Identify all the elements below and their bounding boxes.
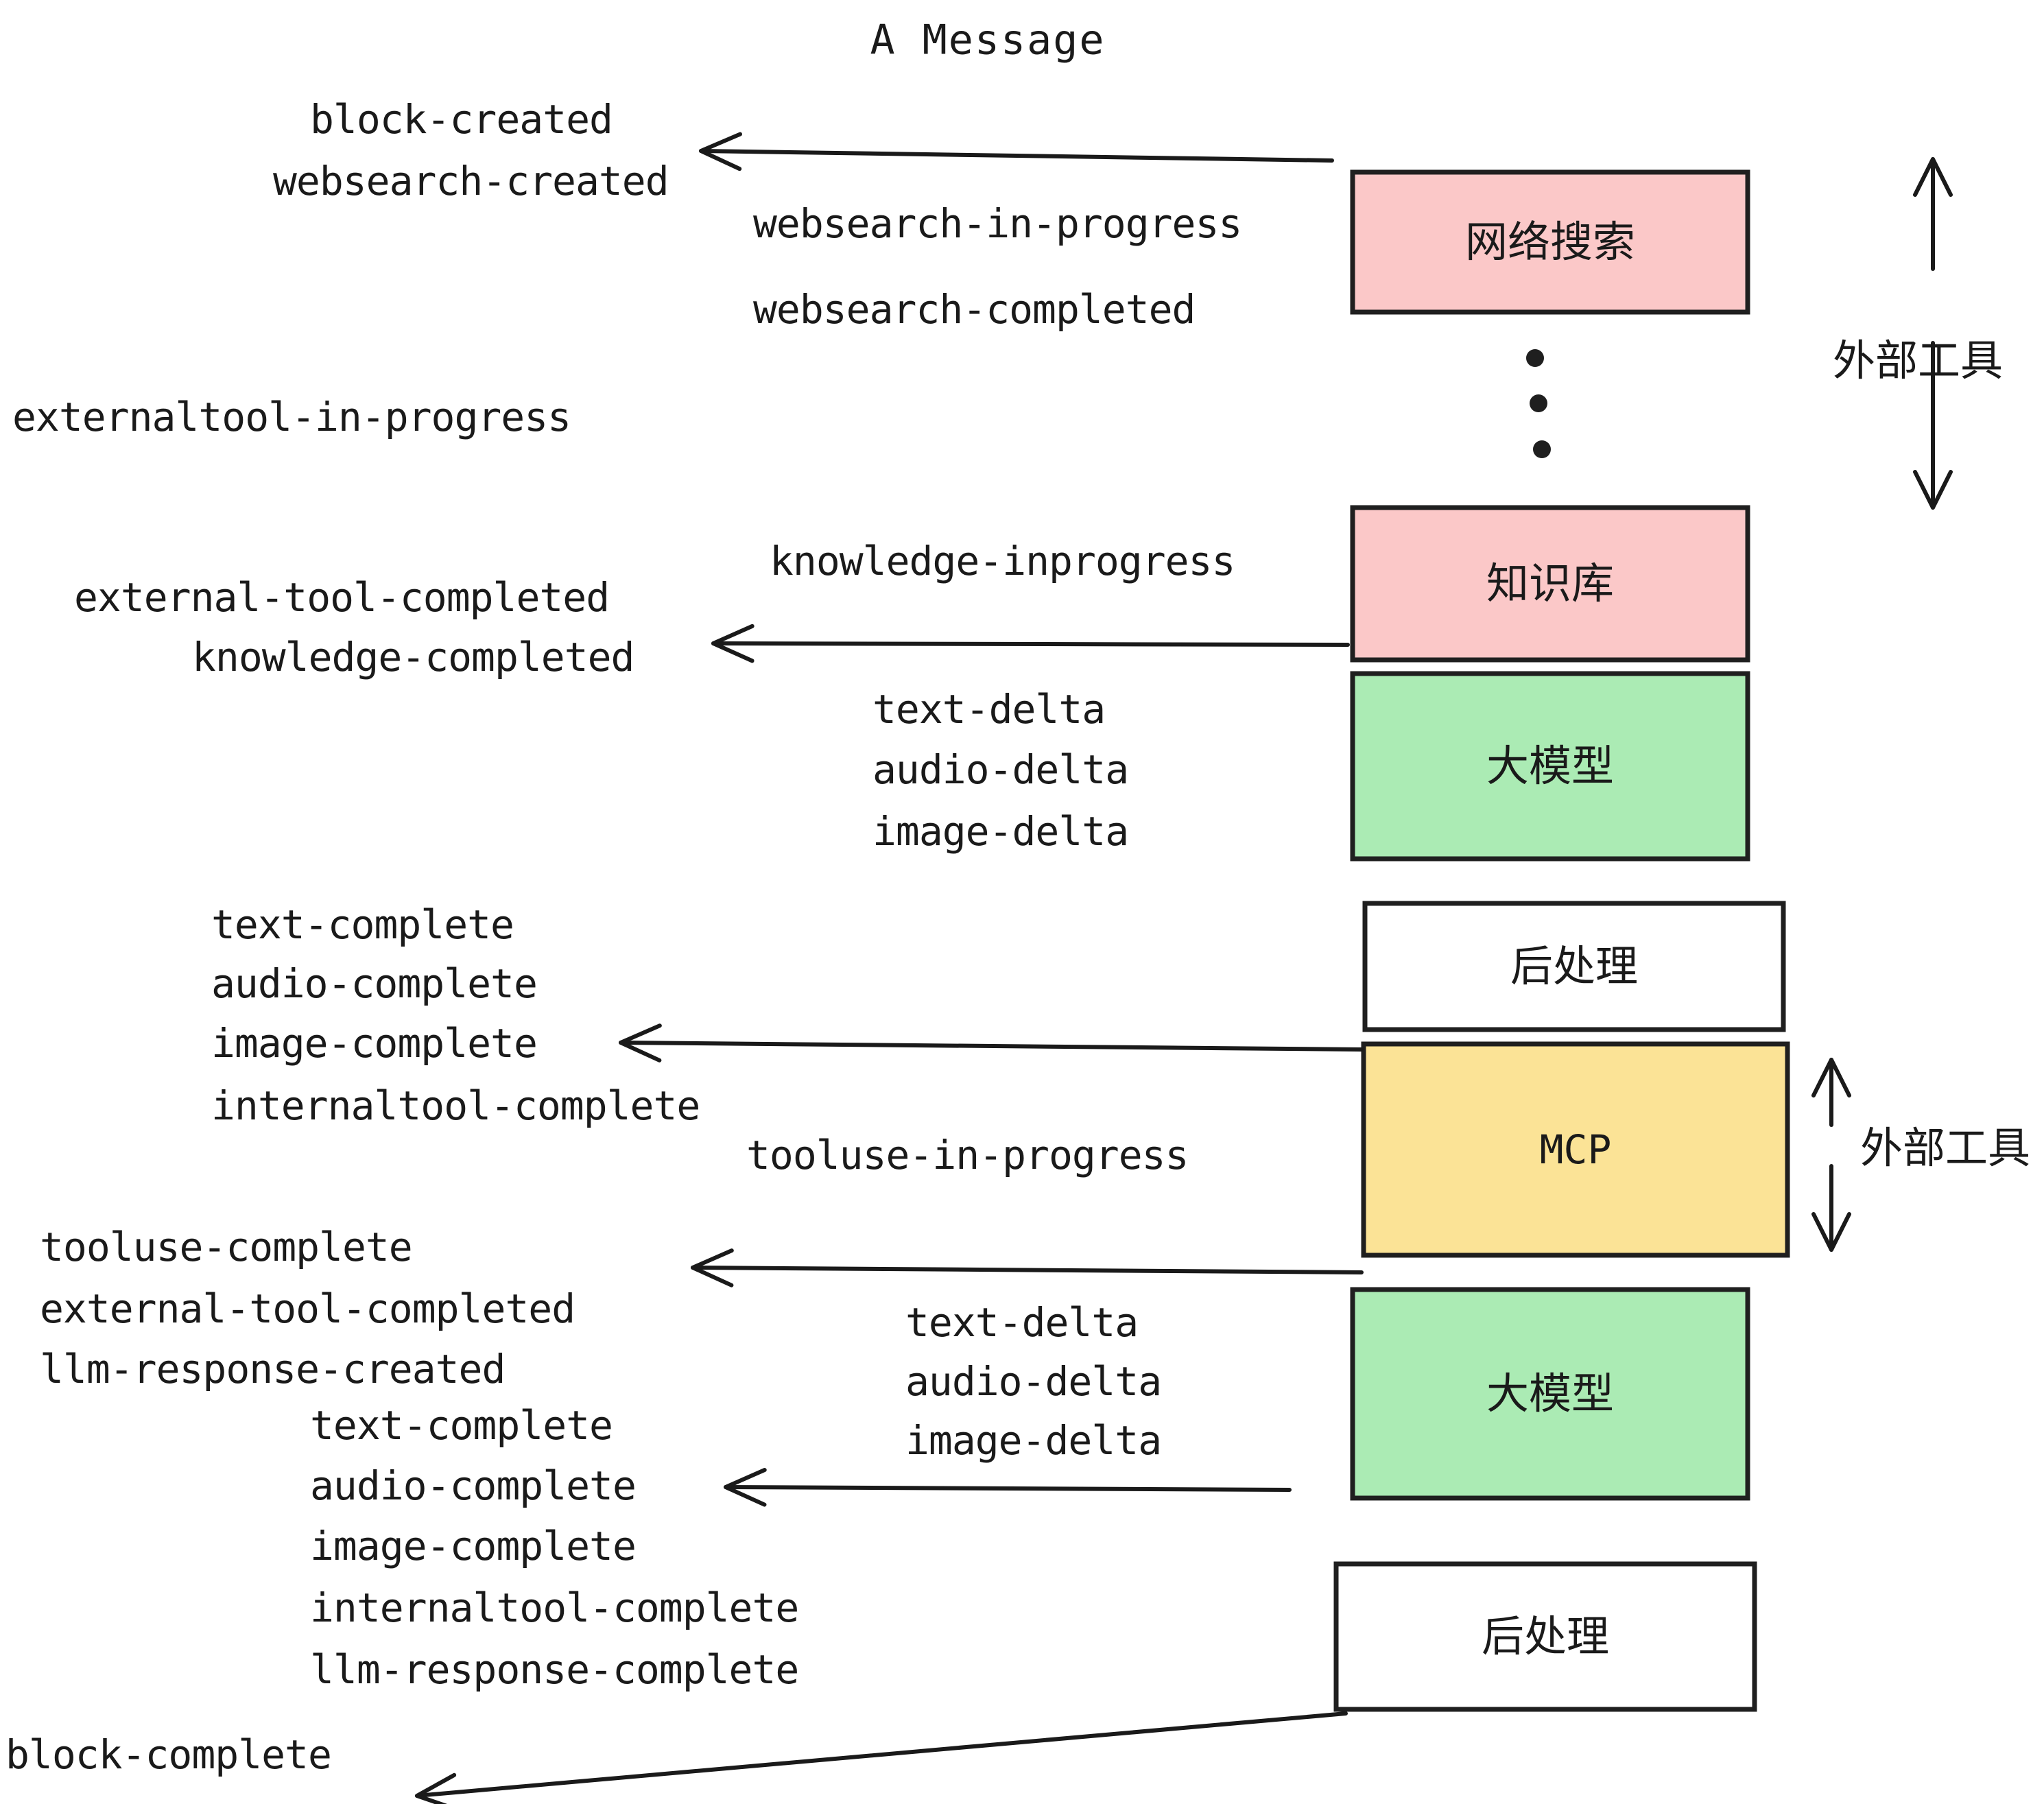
event-label-block-complete: block-complete (5, 1731, 331, 1778)
event-label-image-delta-2: image-delta (905, 1417, 1161, 1464)
event-label-image-complete-2: image-complete (310, 1523, 636, 1569)
event-label-knowledge-inprogress: knowledge-inprogress (770, 538, 1235, 584)
side-annotation-label: 外部工具 (1860, 1123, 2030, 1173)
event-label-llm-response-complete: llm-response-complete (310, 1646, 798, 1693)
flow-arrows-group (415, 132, 1364, 1804)
event-label-internaltool-complete-1: internaltool-complete (211, 1082, 700, 1129)
event-label-tooluse-complete: tooluse-complete (40, 1224, 412, 1270)
node-box-llm-2[interactable]: 大模型 (1350, 1287, 1750, 1501)
arrow-block-created-icon (699, 132, 1334, 171)
event-label-internaltool-complete-2: internaltool-complete (310, 1585, 798, 1631)
node-box-postprocess-2[interactable]: 后处理 (1333, 1561, 1757, 1712)
event-label-image-delta-1: image-delta (872, 808, 1128, 855)
event-label-text-complete-1: text-complete (211, 901, 514, 948)
event-label-audio-delta-2: audio-delta (905, 1358, 1161, 1405)
event-label-externaltool-in-progress: externaltool-in-progress (12, 394, 571, 440)
node-box-label: 后处理 (1482, 1611, 1609, 1661)
arrow-block-complete-icon (415, 1711, 1348, 1804)
node-box-postprocess-1[interactable]: 后处理 (1362, 901, 1786, 1032)
ellipsis-dot-1 (1526, 349, 1544, 367)
event-label-image-complete-1: image-complete (211, 1020, 537, 1067)
side-annotation-external-tools-bottom: 外部工具 (1811, 1058, 2030, 1252)
event-label-text-delta-1: text-delta (872, 686, 1105, 733)
external-tools-up-arrow-icon-2 (1811, 1058, 1851, 1127)
event-label-external-tool-completed-1: external-tool-completed (74, 574, 609, 621)
ellipsis-dot-2 (1530, 394, 1547, 412)
event-label-audio-delta-1: audio-delta (872, 746, 1128, 793)
event-label-websearch-created: websearch-created (273, 158, 669, 204)
event-label-text-complete-2: text-complete (310, 1402, 613, 1449)
arrow-tooluse-complete-icon (691, 1248, 1364, 1287)
arrow-image-complete-icon (619, 1023, 1364, 1063)
node-box-label: 大模型 (1486, 1368, 1614, 1419)
event-label-websearch-in-progress: websearch-in-progress (753, 200, 1241, 247)
event-label-block-created: block-created (310, 96, 613, 143)
event-label-audio-complete-2: audio-complete (310, 1462, 636, 1509)
external-tools-up-arrow-icon (1913, 157, 1953, 271)
arrow-knowledge-completed-icon (711, 624, 1350, 663)
ellipsis-dot-3 (1533, 440, 1551, 458)
event-label-audio-complete-1: audio-complete (211, 960, 537, 1007)
event-label-knowledge-completed: knowledge-completed (192, 634, 634, 680)
event-labels-group: block-created websearch-created websearch-… (5, 96, 1242, 1778)
external-tools-down-arrow-icon (1913, 341, 1953, 510)
node-box-llm-1[interactable]: 大模型 (1350, 671, 1750, 862)
event-label-text-delta-2: text-delta (905, 1299, 1138, 1346)
event-label-tooluse-in-progress: tooluse-in-progress (746, 1132, 1188, 1178)
page-title: A Message (870, 16, 1105, 64)
side-annotation-external-tools-top: 外部工具 (1833, 157, 2003, 510)
arrow-audio-complete-icon (724, 1467, 1292, 1507)
side-annotation-label: 外部工具 (1833, 335, 2003, 385)
node-box-label: 大模型 (1486, 741, 1614, 791)
node-box-mcp[interactable]: MCP (1361, 1041, 1790, 1258)
node-box-label: 网络搜索 (1465, 217, 1635, 267)
event-label-llm-response-created: llm-response-created (40, 1346, 505, 1392)
event-label-external-tool-completed-2: external-tool-completed (40, 1285, 575, 1332)
ellipsis-dots-group (1526, 349, 1551, 458)
external-tools-down-arrow-icon-2 (1811, 1164, 1851, 1252)
event-label-websearch-completed: websearch-completed (753, 286, 1195, 333)
node-box-label: MCP (1540, 1126, 1612, 1173)
node-box-label: 后处理 (1510, 941, 1638, 991)
node-box-knowledge[interactable]: 知识库 (1350, 505, 1750, 663)
node-box-websearch[interactable]: 网络搜索 (1350, 169, 1750, 315)
node-box-label: 知识库 (1486, 558, 1614, 608)
